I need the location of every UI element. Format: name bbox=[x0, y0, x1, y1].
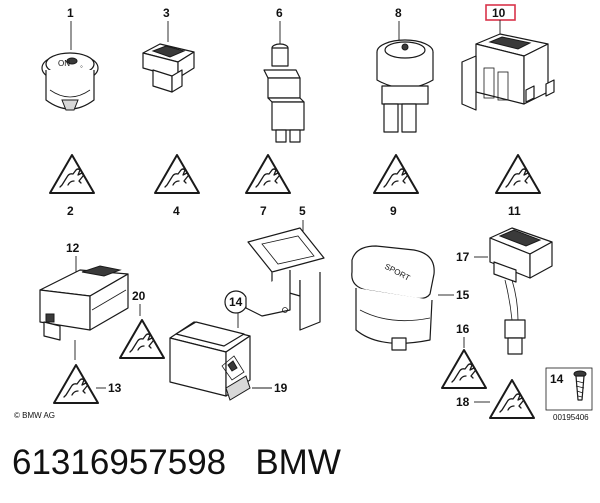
parts-diagram: ON ◦ 1 2 3 4 6 7 5 8 bbox=[14, 4, 593, 422]
copyright: © BMW AG bbox=[14, 411, 55, 420]
callout-10: 10 bbox=[492, 6, 506, 20]
svg-text:ON: ON bbox=[58, 59, 70, 68]
legend-screw-box: 14 bbox=[545, 367, 593, 411]
warning-icon-part-20 bbox=[119, 319, 165, 359]
part-caption: 61316957598 BMW bbox=[12, 438, 341, 488]
warning-icon-part-16 bbox=[441, 349, 487, 389]
callout-4: 4 bbox=[173, 204, 180, 218]
legend-callout-14: 14 bbox=[550, 372, 564, 386]
brand-name: BMW bbox=[255, 443, 341, 482]
part-8-round-button bbox=[376, 39, 434, 133]
warning-icon-part-9 bbox=[373, 154, 419, 194]
callout-15: 15 bbox=[456, 288, 470, 302]
callout-8: 8 bbox=[395, 6, 402, 20]
warning-icon-part-11 bbox=[495, 154, 541, 194]
callout-3: 3 bbox=[163, 6, 170, 20]
callout-13: 13 bbox=[108, 381, 122, 395]
callout-6: 6 bbox=[276, 6, 283, 20]
callout-19: 19 bbox=[274, 381, 288, 395]
warning-icon-part-13 bbox=[53, 364, 99, 404]
part-1-round-switch: ON ◦ bbox=[41, 52, 99, 111]
callout-7: 7 bbox=[260, 204, 267, 218]
warning-icon-part-1 bbox=[49, 154, 95, 194]
callout-18: 18 bbox=[456, 395, 470, 409]
part-5-bracket bbox=[245, 227, 325, 331]
callout-10-highlight bbox=[485, 4, 516, 21]
callout-20: 20 bbox=[132, 289, 146, 303]
callout-11: 11 bbox=[508, 204, 521, 218]
part-3-small-switch bbox=[142, 43, 195, 93]
callout-2: 2 bbox=[67, 204, 74, 218]
callout-1: 1 bbox=[67, 6, 74, 20]
screw-icon bbox=[573, 370, 587, 401]
part-10-switch-housing bbox=[461, 20, 555, 111]
part-12-switch-panel bbox=[39, 265, 129, 341]
drawing-number: 00195406 bbox=[553, 413, 589, 422]
part-number: 61316957598 bbox=[12, 443, 227, 482]
warning-icon-part-18 bbox=[489, 379, 535, 419]
svg-text:◦: ◦ bbox=[80, 62, 83, 71]
warning-icon-part-4 bbox=[154, 154, 200, 194]
callout-5: 5 bbox=[299, 204, 306, 218]
part-19-hazard-switch bbox=[169, 321, 251, 401]
callout-16: 16 bbox=[456, 322, 470, 336]
part-17-switch-with-harness bbox=[489, 227, 553, 355]
callout-14: 14 bbox=[229, 295, 243, 309]
warning-icon-part-7 bbox=[245, 154, 291, 194]
callout-12: 12 bbox=[66, 241, 80, 255]
part-6-plunger-switch bbox=[263, 43, 305, 143]
callout-17: 17 bbox=[456, 250, 470, 264]
callout-9: 9 bbox=[390, 204, 397, 218]
part-15-sport-button: SPORT bbox=[351, 245, 435, 351]
